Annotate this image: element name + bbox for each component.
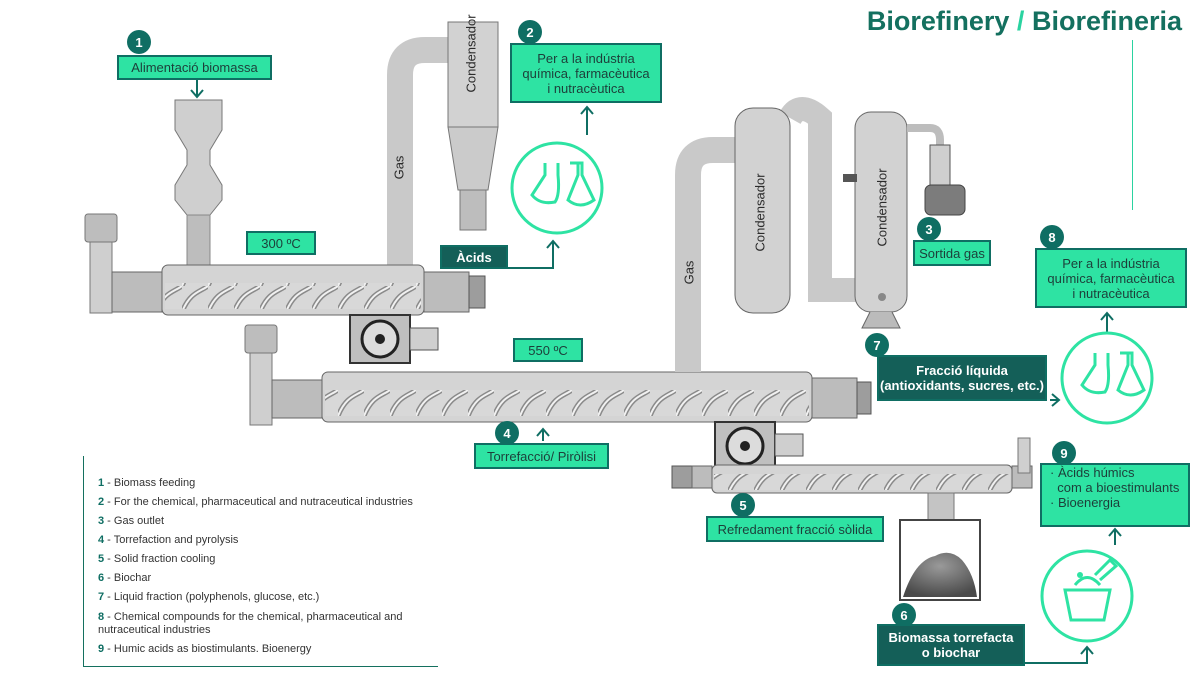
label-line: i nutracèutica <box>1072 285 1150 301</box>
condensador-label-1: Condensador <box>463 14 479 93</box>
label-biochar: Biomassa torrefacta o biochar <box>877 624 1025 666</box>
step-number-9: 9 <box>1052 441 1076 465</box>
legend-item: 3 - Gas outlet <box>98 515 433 528</box>
rotary-valve-2 <box>714 421 804 471</box>
legend-num: 3 <box>98 515 105 527</box>
legend-num: 7 <box>98 591 105 603</box>
cooling-screw <box>671 437 1033 522</box>
gas-pipe-2 <box>675 97 860 372</box>
legend-num: 8 <box>98 611 105 623</box>
rotary-valve-1 <box>349 314 439 364</box>
legend-num: 6 <box>98 572 105 584</box>
step-number-6: 6 <box>892 603 916 627</box>
title-divider <box>1132 40 1133 210</box>
legend-text: - Gas outlet <box>104 515 165 527</box>
step-number-4: 4 <box>495 421 519 445</box>
label-line: química, farmacèutica <box>1047 270 1175 286</box>
label-acids: Àcids <box>440 245 508 269</box>
legend-item: 8 - Chemical compounds for the chemical,… <box>98 611 433 637</box>
reactor-550 <box>244 324 872 426</box>
legend-num: 4 <box>98 534 105 546</box>
legend-text: - Torrefaction and pyrolysis <box>104 534 239 546</box>
legend-item: 5 - Solid fraction cooling <box>98 553 433 566</box>
legend-text: - Humic acids as biostimulants. Bioenerg… <box>104 643 312 655</box>
flask-icon <box>510 141 604 235</box>
label-line: i nutracèutica <box>547 80 625 96</box>
gas-label-1: Gas <box>391 155 407 180</box>
label-gas-outlet: Sortida gas <box>913 240 991 266</box>
label-humic-acids: · Àcids húmics com a bioestimulants · Bi… <box>1040 463 1190 527</box>
label-line: Biomassa torrefacta <box>888 630 1014 645</box>
condenser-1 <box>447 21 499 231</box>
condensador-label-2: Condensador <box>752 173 768 252</box>
label-torrefaction: Torrefacció/ Piròlisi <box>474 443 609 469</box>
legend-item: 7 - Liquid fraction (polyphenols, glucos… <box>98 591 433 604</box>
flask-icon <box>1060 331 1154 425</box>
step-number-5: 5 <box>731 493 755 517</box>
label-chem-pharma-2: Per a la indústria química, farmacèutica… <box>1035 248 1187 308</box>
legend-text: - Liquid fraction (polyphenols, glucose,… <box>104 591 320 603</box>
title-ca: Biorefineria <box>1031 6 1182 36</box>
legend-text: - For the chemical, pharmaceutical and n… <box>104 496 413 508</box>
condenser-2 <box>734 107 791 314</box>
legend-text: - Chemical compounds for the chemical, p… <box>98 611 403 636</box>
label-line: com a bioestimulants <box>1050 480 1180 495</box>
condensador-label-3: Condensador <box>874 168 890 247</box>
legend-text: - Biochar <box>104 572 152 584</box>
step-number-7: 7 <box>865 333 889 357</box>
legend-num: 1 <box>98 477 105 489</box>
label-line: · Bioenergia <box>1050 495 1121 510</box>
flow-arrows <box>190 78 1122 664</box>
label-line: (antioxidants, sucres, etc.) <box>880 378 1044 393</box>
label-line: Per a la indústria <box>537 50 635 66</box>
legend-text: - Solid fraction cooling <box>104 553 216 565</box>
legend-num: 5 <box>98 553 105 565</box>
legend-item: 1 - Biomass feeding <box>98 477 433 490</box>
label-liquid-fraction: Fracció líquida (antioxidants, sucres, e… <box>877 355 1047 401</box>
legend-item: 2 - For the chemical, pharmaceutical and… <box>98 496 433 509</box>
plant-pot-icon <box>1040 549 1134 643</box>
label-line: o biochar <box>921 645 981 660</box>
label-line: Per a la indústria <box>1062 255 1160 271</box>
page-title: Biorefinery / Biorefineria <box>867 6 1182 37</box>
label-line: · Àcids húmics <box>1050 465 1135 480</box>
legend-item: 4 - Torrefaction and pyrolysis <box>98 534 433 547</box>
step-number-1: 1 <box>127 30 151 54</box>
gas-pipe-1 <box>387 37 450 270</box>
label-temp-300: 300 ºC <box>246 231 316 255</box>
gas-label-2: Gas <box>681 260 697 285</box>
label-temp-550: 550 ºC <box>513 338 583 362</box>
condenser-3 <box>843 111 966 329</box>
legend-text: - Biomass feeding <box>104 477 196 489</box>
hopper <box>174 99 223 266</box>
label-line: química, farmacèutica <box>522 65 650 81</box>
step-number-2: 2 <box>518 20 542 44</box>
reactor-300 <box>84 213 486 316</box>
legend-num: 2 <box>98 496 105 508</box>
legend: 1 - Biomass feeding 2 - For the chemical… <box>83 456 438 667</box>
label-line: Fracció líquida <box>916 363 1008 378</box>
label-solid-cooling: Refredament fracció sòlida <box>706 516 884 542</box>
label-chem-pharma-1: Per a la indústria química, farmacèutica… <box>510 43 662 103</box>
legend-num: 9 <box>98 643 105 655</box>
step-number-8: 8 <box>1040 225 1064 249</box>
legend-item: 9 - Humic acids as biostimulants. Bioene… <box>98 643 433 656</box>
title-separator: / <box>1016 6 1025 36</box>
title-en: Biorefinery <box>866 6 1010 36</box>
label-biomass-feeding: Alimentació biomassa <box>117 55 272 80</box>
biochar-bin <box>899 519 981 601</box>
legend-item: 6 - Biochar <box>98 572 433 585</box>
step-number-3: 3 <box>917 217 941 241</box>
